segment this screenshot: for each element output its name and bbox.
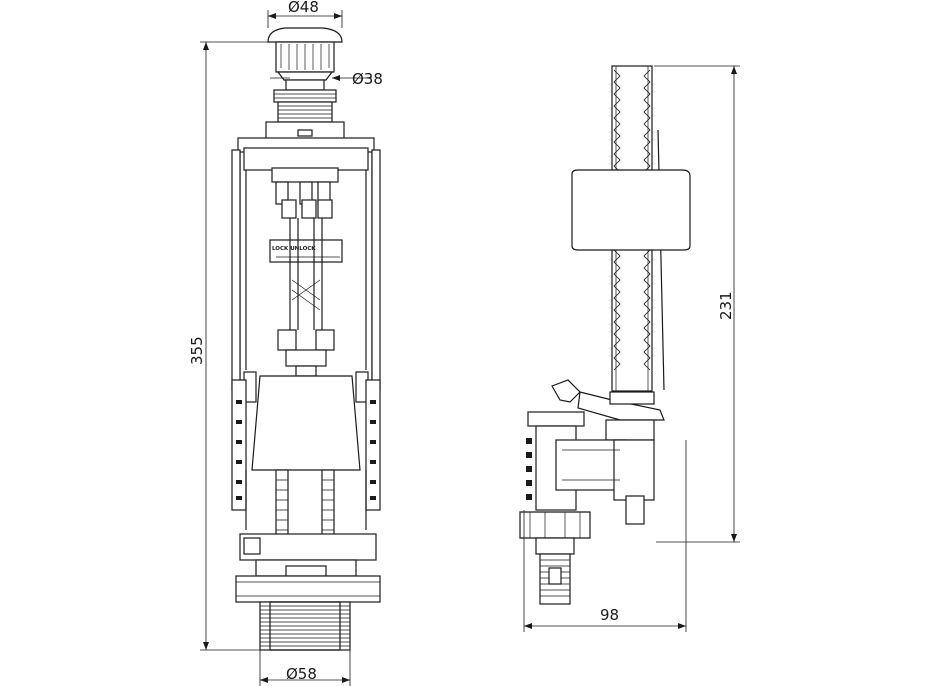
flush-cage <box>231 137 381 391</box>
fill-valve-body <box>526 379 665 525</box>
internal-mechanism: LOCK UNLOCK <box>269 167 343 377</box>
dimension-labels: Ø48 Ø38 Ø58 355 231 98 <box>188 0 735 683</box>
stem-diameter-label: Ø38 <box>352 70 383 88</box>
lock-label: LOCK UNLOCK <box>272 246 316 252</box>
lower-rods <box>275 469 335 541</box>
thread-diameter-label: Ø58 <box>286 665 317 683</box>
fill-width-label: 98 <box>600 606 619 624</box>
float-chamber <box>243 371 369 471</box>
fill-height-label: 231 <box>717 291 735 320</box>
base-collar <box>235 533 381 603</box>
flush-valve: LOCK UNLOCK <box>231 27 381 651</box>
cap-diameter-label: Ø48 <box>288 0 319 16</box>
fill-float <box>571 169 691 251</box>
push-button-cap <box>267 27 343 81</box>
fill-valve <box>519 65 691 605</box>
threaded-base <box>259 601 351 651</box>
dimension-lines <box>200 10 740 686</box>
side-ladders <box>231 379 381 530</box>
flush-height-label: 355 <box>188 336 206 365</box>
fill-shank <box>519 511 591 605</box>
